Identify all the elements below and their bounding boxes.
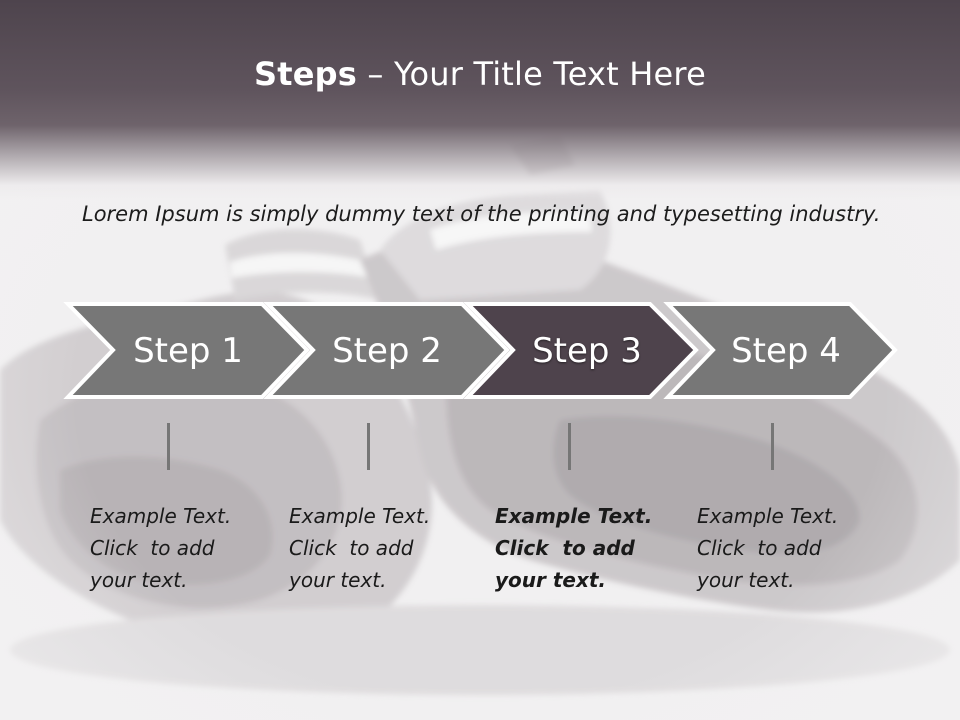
step-2-arrow[interactable] bbox=[263, 302, 510, 399]
step-1-label: Step 1 bbox=[133, 331, 243, 371]
title-strong: Steps bbox=[254, 55, 358, 93]
step-4-connector bbox=[771, 423, 774, 470]
step-2-text[interactable]: Example Text. Click to add your text. bbox=[289, 500, 469, 596]
step-1-arrow[interactable] bbox=[63, 302, 310, 399]
step-2-line-1: Example Text. bbox=[289, 504, 431, 528]
step-3-text[interactable]: Example Text. Click to add your text. bbox=[495, 500, 675, 596]
title-rest: – Your Title Text Here bbox=[357, 55, 706, 93]
slide-title[interactable]: Steps – Your Title Text Here bbox=[0, 52, 960, 96]
step-1-line-3: your text. bbox=[90, 568, 188, 592]
title-bar bbox=[0, 0, 960, 200]
step-2-line-3: your text. bbox=[289, 568, 387, 592]
step-1-text[interactable]: Example Text. Click to add your text. bbox=[90, 500, 270, 596]
step-3-line-2: Click to add bbox=[495, 536, 635, 560]
step-3-connector bbox=[568, 423, 571, 470]
step-3-line-3: your text. bbox=[495, 568, 607, 592]
step-3-line-1: Example Text. bbox=[495, 504, 653, 528]
step-4-line-3: your text. bbox=[697, 568, 795, 592]
step-2-line-2: Click to add bbox=[289, 536, 414, 560]
step-4-label: Step 4 bbox=[731, 331, 841, 371]
step-1-line-1: Example Text. bbox=[90, 504, 232, 528]
step-4-text[interactable]: Example Text. Click to add your text. bbox=[697, 500, 877, 596]
step-4-line-1: Example Text. bbox=[697, 504, 839, 528]
step-1-connector bbox=[167, 423, 170, 470]
lead-paragraph[interactable]: Lorem Ipsum is simply dummy text of the … bbox=[82, 202, 881, 226]
step-4-arrow[interactable] bbox=[663, 302, 898, 399]
step-4-line-2: Click to add bbox=[697, 536, 822, 560]
step-2-label: Step 2 bbox=[332, 331, 442, 371]
step-2-connector bbox=[367, 423, 370, 470]
step-3-arrow-active[interactable] bbox=[463, 302, 699, 399]
step-1-line-2: Click to add bbox=[90, 536, 215, 560]
step-3-label: Step 3 bbox=[532, 331, 642, 371]
